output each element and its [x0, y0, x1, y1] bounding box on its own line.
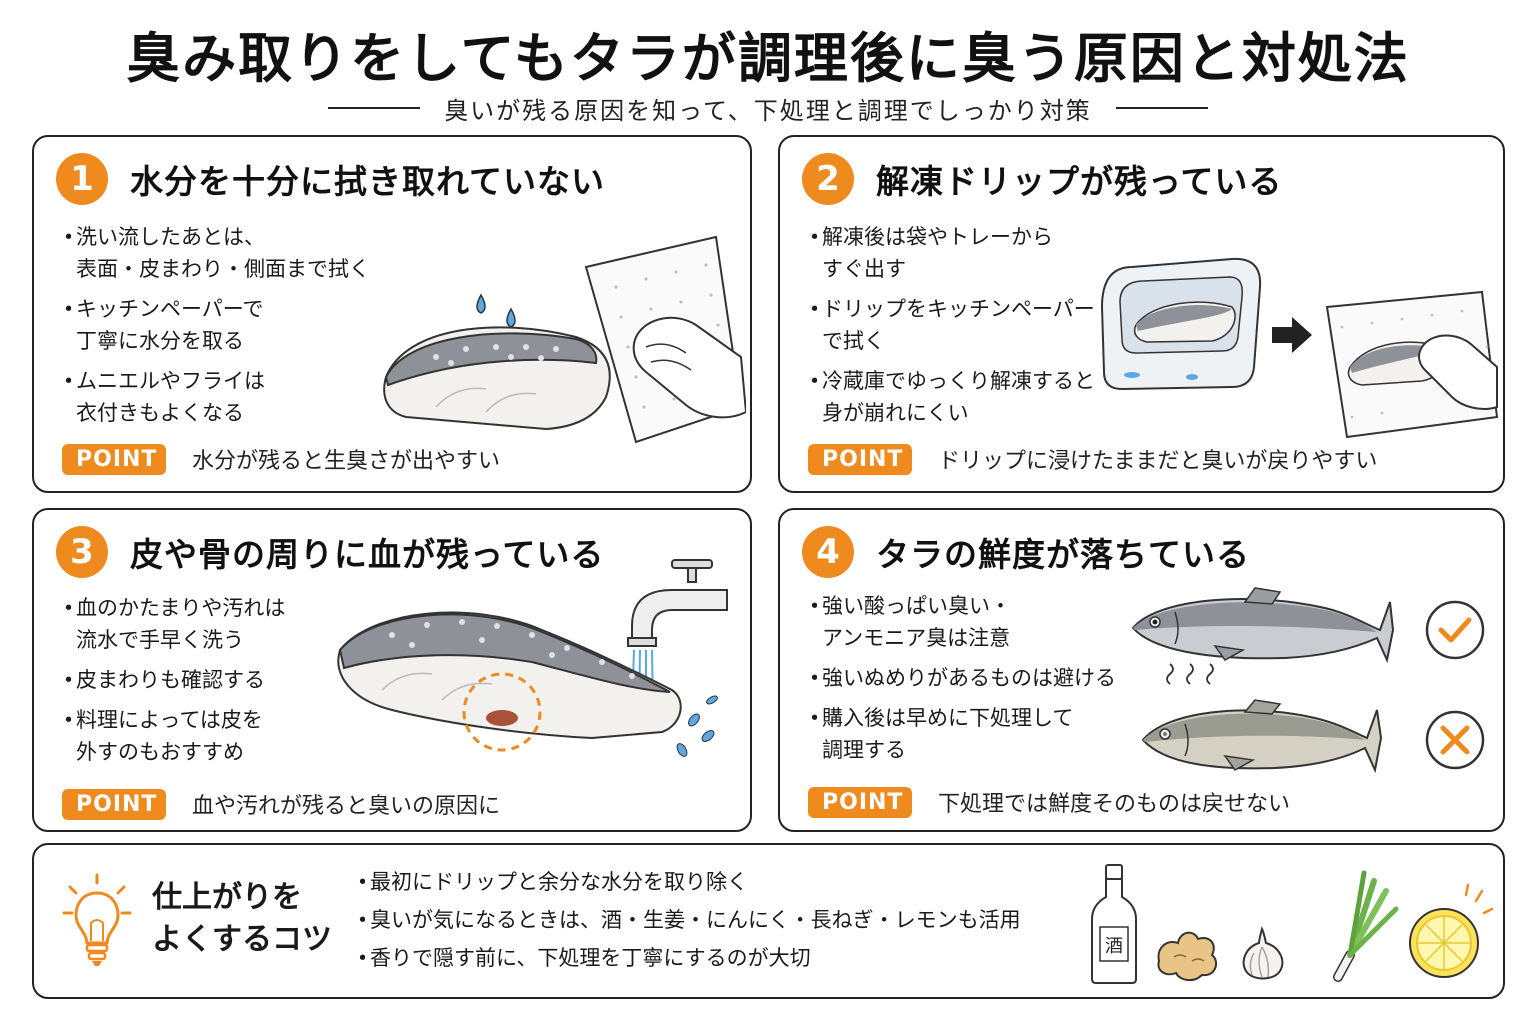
arrow-right-icon [1272, 317, 1312, 353]
list-item: ・洗い流したあとは、 表面・皮まわり・側面まで拭く [58, 225, 370, 281]
subtitle-row: 臭いが残る原因を知って、下処理と調理でしっかり対策 [0, 92, 1536, 125]
card-number-badge: 4 [802, 526, 854, 578]
list-item: ・解凍後は袋やトレーから すぐ出す [804, 225, 1053, 281]
fillet-under-faucet-illustration [337, 559, 728, 757]
list-item: ・キッチンペーパーで 丁寧に水分を取る [58, 297, 264, 353]
page-subtitle: 臭いが残る原因を知って、下処理と調理でしっかり対策 [444, 96, 1092, 125]
green-onion-icon [1333, 870, 1399, 982]
garlic-icon [1242, 926, 1284, 980]
list-item: ・冷蔵庫でゆっくり解凍すると 身が崩れにくい [804, 369, 1095, 425]
tray-icon [1100, 257, 1262, 391]
smell-lines [1166, 663, 1214, 685]
card-tips: 仕上がりを よくするコツ ・最初にドリップと余分な水分を取り除く ・臭いが気にな… [32, 843, 1505, 999]
subtitle-divider-right [1115, 107, 1208, 109]
point-row: POINT 水分が残ると生臭さが出やすい [62, 443, 500, 475]
point-badge: POINT [62, 788, 166, 820]
list-item: ・強いぬめりがあるものは避ける [804, 666, 1116, 690]
point-badge: POINT [62, 443, 166, 475]
lemon-icon [1409, 883, 1494, 978]
fresh-fish-icon [1131, 587, 1395, 664]
blood-spot [486, 710, 518, 726]
point-text: 下処理では鮮度そのものは戻せない [938, 792, 1291, 817]
card-number-badge: 1 [56, 153, 108, 205]
list-item: ・臭いが気になるときは、酒・生姜・にんにく・長ねぎ・レモンも活用 [352, 908, 1021, 932]
page-title: 臭み取りをしてもタラが調理後に臭う原因と対処法 [126, 27, 1410, 90]
bullet-list: ・強い酸っぱい臭い・ アンモニア臭は注意 ・強いぬめりがあるものは避ける ・購入… [804, 590, 1116, 774]
kitchen-paper-icon [1325, 290, 1499, 439]
hand-icon [632, 316, 746, 419]
tray-to-paper-illustration [1100, 257, 1499, 439]
bullet-list: ・解凍後は袋やトレーから すぐ出す ・ドリップをキッチンペーパー で拭く ・冷蔵… [804, 221, 1095, 437]
card-title: 皮や骨の周りに血が残っている [130, 535, 605, 574]
water-drop-icon [506, 307, 516, 328]
lightbulb-icon [62, 873, 132, 966]
seasonings-illustration: 酒 [1091, 864, 1494, 984]
list-item: ・ドリップをキッチンペーパー で拭く [804, 297, 1095, 353]
point-text: 水分が残ると生臭さが出やすい [192, 449, 501, 474]
card-header: 3 皮や骨の周りに血が残っている [56, 526, 604, 578]
sake-label: 酒 [1105, 936, 1123, 957]
check-icon [1425, 600, 1485, 660]
tips-list: ・最初にドリップと余分な水分を取り除く ・臭いが気になるときは、酒・生姜・にんに… [352, 863, 1021, 977]
card-header: 1 水分を十分に拭き取れていない [56, 153, 605, 205]
faucet-icon [627, 559, 728, 647]
card-title: タラの鮮度が落ちている [876, 535, 1250, 574]
list-item: ・購入後は早めに下処理して 調理する [804, 706, 1074, 762]
sake-bottle-icon: 酒 [1091, 864, 1137, 984]
point-row: POINT 血や汚れが残ると臭いの原因に [62, 788, 500, 820]
list-item: ・強い酸っぱい臭い・ アンモニア臭は注意 [804, 594, 1011, 650]
card-drip: 2 解凍ドリップが残っている ・解凍後は袋やトレーから すぐ出す ・ドリップをキ… [778, 135, 1505, 493]
list-item: ・皮まわりも確認する [58, 668, 265, 692]
card-header: 2 解凍ドリップが残っている [802, 153, 1282, 205]
list-item: ・料理によっては皮を 外すのもおすすめ [58, 708, 263, 764]
point-row: POINT 下処理では鮮度そのものは戻せない [808, 786, 1290, 818]
point-badge: POINT [808, 443, 912, 475]
highlight-circle [462, 672, 542, 752]
card-number-badge: 3 [56, 526, 108, 578]
list-item: ・血のかたまりや汚れは 流水で手早く洗う [58, 596, 286, 652]
card-freshness: 4 タラの鮮度が落ちている ・強い酸っぱい臭い・ アンモニア臭は注意 ・強いぬめ… [778, 508, 1505, 832]
point-badge: POINT [808, 786, 912, 818]
card-number-badge: 2 [802, 153, 854, 205]
bullet-list: ・洗い流したあとは、 表面・皮まわり・側面まで拭く ・キッチンペーパーで 丁寧に… [58, 221, 370, 437]
fish-fillet-paper-illustration [383, 235, 746, 444]
fresh-vs-stale-fish-illustration [1131, 587, 1485, 774]
water-drop-icon [476, 293, 486, 314]
cross-icon [1425, 710, 1485, 770]
card-blood: 3 皮や骨の周りに血が残っている ・血のかたまりや汚れは 流水で手早く洗う ・皮… [32, 508, 752, 832]
point-text: 血や汚れが残ると臭いの原因に [192, 794, 501, 819]
bullet-list: ・血のかたまりや汚れは 流水で手早く洗う ・皮まわりも確認する ・料理によっては… [58, 592, 285, 776]
water-splash [676, 695, 718, 757]
hand-icon [1418, 334, 1498, 410]
point-text: ドリップに浸けたままだと臭いが戻りやすい [938, 449, 1378, 474]
stale-fish-icon [1141, 699, 1383, 774]
card-header: 4 タラの鮮度が落ちている [802, 526, 1250, 578]
list-item: ・ムニエルやフライは 衣付きもよくなる [58, 369, 265, 425]
point-row: POINT ドリップに浸けたままだと臭いが戻りやすい [808, 443, 1377, 475]
fish-fillet-icon [383, 326, 611, 431]
ginger-icon [1157, 931, 1218, 981]
list-item: ・最初にドリップと余分な水分を取り除く [352, 870, 748, 894]
list-item: ・香りで隠す前に、下処理を丁寧にするのが大切 [352, 946, 811, 970]
card-moisture: 1 水分を十分に拭き取れていない ・洗い流したあとは、 表面・皮まわり・側面まで… [32, 135, 752, 493]
tips-title: 仕上がりを よくするコツ [152, 880, 332, 957]
subtitle-divider-left [328, 107, 421, 109]
card-title: 水分を十分に拭き取れていない [130, 162, 606, 201]
card-title: 解凍ドリップが残っている [876, 162, 1283, 201]
